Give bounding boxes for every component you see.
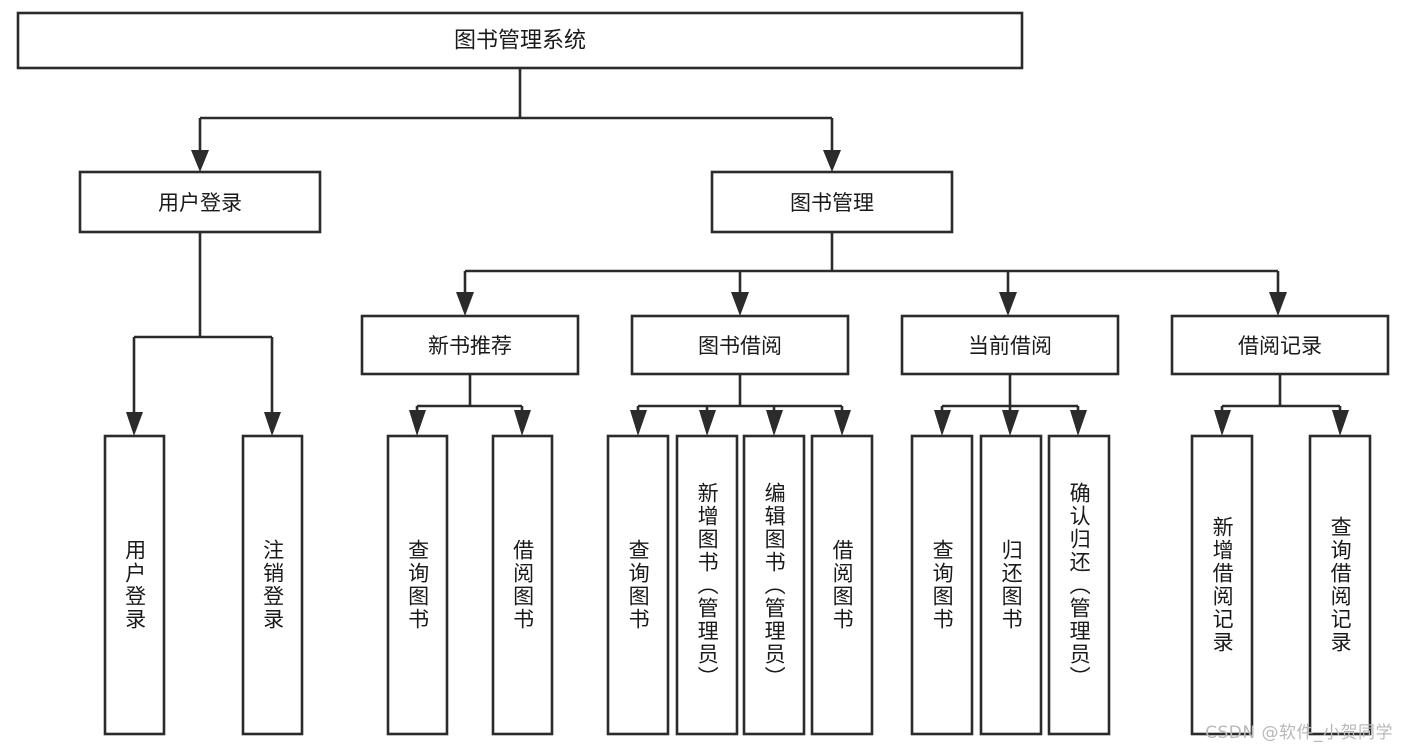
arrowhead-nb-leaf-2 <box>514 410 531 436</box>
arrowhead-cb-leaf-1 <box>934 410 951 436</box>
node-book-manage-label: 图书管理 <box>790 191 874 215</box>
arrowhead-bb-leaf-3 <box>766 410 783 436</box>
node-book-borrow[interactable]: 图书借阅 <box>630 314 850 376</box>
node-borrow-record-label: 借阅记录 <box>1238 334 1322 358</box>
arrowhead-bb-leaf-4 <box>834 410 851 436</box>
node-root-box[interactable] <box>16 11 1024 70</box>
leaf-box-user-login-1[interactable] <box>241 434 304 736</box>
node-current-borrow[interactable]: 当前借阅 <box>900 314 1120 376</box>
node-borrow-record[interactable]: 借阅记录 <box>1170 314 1390 376</box>
arrowhead-cb-leaf-2 <box>1002 410 1019 436</box>
node-user-login[interactable]: 用户登录 <box>78 170 322 234</box>
leaf-box-borrow-record-0[interactable] <box>1190 434 1254 736</box>
node-new-book-recommend[interactable]: 新书推荐 <box>360 314 580 376</box>
leaf-box-current-borrow-0[interactable] <box>910 434 974 736</box>
leaf-box-book-borrow-1[interactable] <box>675 434 739 736</box>
node-current-borrow-box[interactable] <box>900 314 1120 376</box>
node-root[interactable]: 图书管理系统 <box>16 11 1024 70</box>
arrowhead-borrow-record <box>1269 292 1287 316</box>
arrowhead-bb-leaf-2 <box>699 410 716 436</box>
arrowhead-leaf-logout <box>264 412 281 436</box>
node-borrow-record-box[interactable] <box>1170 314 1390 376</box>
node-current-borrow-label: 当前借阅 <box>968 334 1052 358</box>
node-layer: 图书管理系统 用户登录 图书管理 新书推荐 图书借阅 当前 <box>16 11 1390 736</box>
node-user-login-box[interactable] <box>78 170 322 234</box>
leaf-box-current-borrow-2[interactable] <box>1047 434 1111 736</box>
leaf-box-book-borrow-3[interactable] <box>810 434 874 736</box>
leaf-box-new-book-0[interactable] <box>386 434 449 736</box>
arrowhead-user-login <box>191 150 209 172</box>
node-new-book-recommend-box[interactable] <box>360 314 580 376</box>
node-root-label: 图书管理系统 <box>454 29 586 54</box>
arrowhead-new-book <box>456 292 474 316</box>
node-user-login-label: 用户登录 <box>158 191 242 215</box>
leaf-box-book-borrow-2[interactable] <box>742 434 806 736</box>
arrowhead-book-manage <box>823 150 841 172</box>
leaf-box-book-borrow-0[interactable] <box>606 434 670 736</box>
leaf-box-current-borrow-1[interactable] <box>979 434 1043 736</box>
leaf-box-borrow-record-1[interactable] <box>1308 434 1372 736</box>
arrowhead-br-leaf-2 <box>1332 410 1349 436</box>
leaf-box-new-book-1[interactable] <box>491 434 554 736</box>
arrowhead-nb-leaf-1 <box>409 410 426 436</box>
node-book-manage[interactable]: 图书管理 <box>710 170 954 234</box>
node-book-borrow-label: 图书借阅 <box>698 334 782 358</box>
arrowhead-cb-leaf-3 <box>1070 410 1087 436</box>
arrowhead-book-borrow <box>731 292 749 316</box>
arrowhead-bb-leaf-1 <box>630 410 647 436</box>
leaf-box-user-login-0[interactable] <box>103 434 166 736</box>
arrowhead-br-leaf-1 <box>1214 410 1231 436</box>
node-book-borrow-box[interactable] <box>630 314 850 376</box>
watermark-label: CSDN @软件_小贺同学 <box>1205 723 1393 743</box>
connector-layer <box>126 68 1349 436</box>
node-book-manage-box[interactable] <box>710 170 954 234</box>
node-new-book-recommend-label: 新书推荐 <box>428 334 512 358</box>
arrowhead-leaf-user-login <box>126 412 143 436</box>
arrowhead-current-borrow <box>999 292 1017 316</box>
